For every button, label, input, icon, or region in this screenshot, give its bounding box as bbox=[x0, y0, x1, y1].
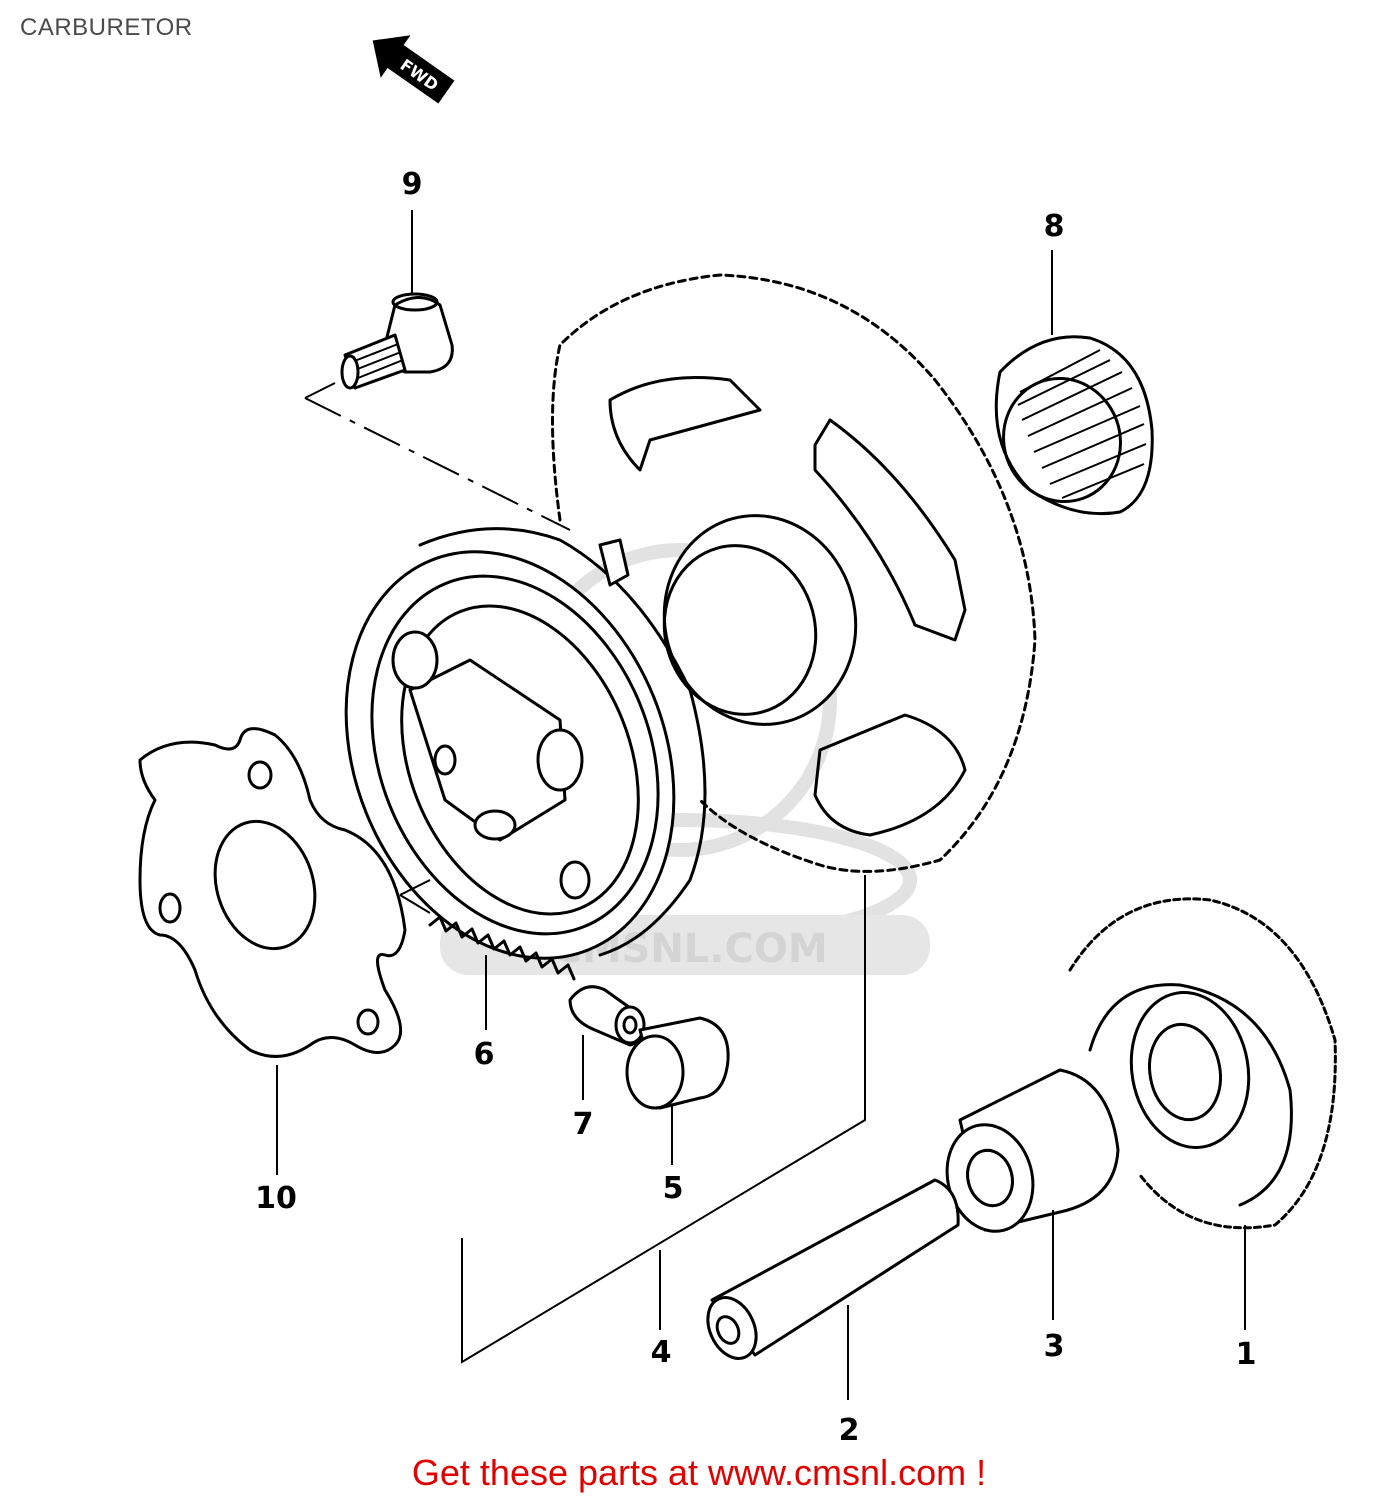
part-5-sleeve bbox=[625, 1016, 730, 1110]
part-7-roller bbox=[568, 985, 646, 1047]
part-6-spring bbox=[428, 915, 576, 981]
callout-8: 8 bbox=[1044, 209, 1065, 244]
fwd-arrow-icon: FWD bbox=[372, 35, 455, 104]
callout-9: 9 bbox=[402, 167, 423, 202]
leader-lines bbox=[276, 210, 1246, 1400]
callout-4: 4 bbox=[651, 1335, 672, 1370]
callout-5: 5 bbox=[663, 1171, 684, 1206]
part-clutch-housing bbox=[344, 527, 707, 960]
callout-3: 3 bbox=[1044, 1329, 1065, 1364]
callout-labels: 9 8 6 7 5 10 4 2 3 1 bbox=[255, 167, 1256, 1448]
callout-10: 10 bbox=[255, 1181, 297, 1216]
page-title: CARBURETOR bbox=[20, 14, 193, 41]
part-10-plate bbox=[138, 727, 407, 1058]
assembly-lines bbox=[304, 382, 866, 1364]
part-8-needle-bearing bbox=[994, 335, 1154, 516]
callout-1: 1 bbox=[1236, 1337, 1257, 1372]
part-9-bolt bbox=[340, 292, 454, 390]
callout-7: 7 bbox=[573, 1107, 594, 1142]
part-2-shaft bbox=[706, 1178, 960, 1360]
part-3-bushing bbox=[945, 1068, 1120, 1233]
part-1-idle-gear bbox=[1068, 897, 1337, 1230]
callout-2: 2 bbox=[839, 1413, 860, 1448]
part-4-starter-driven-gear bbox=[551, 273, 1037, 873]
callout-6: 6 bbox=[474, 1037, 495, 1072]
footer-cta-link[interactable]: Get these parts at www.cmsnl.com ! bbox=[411, 1452, 987, 1493]
